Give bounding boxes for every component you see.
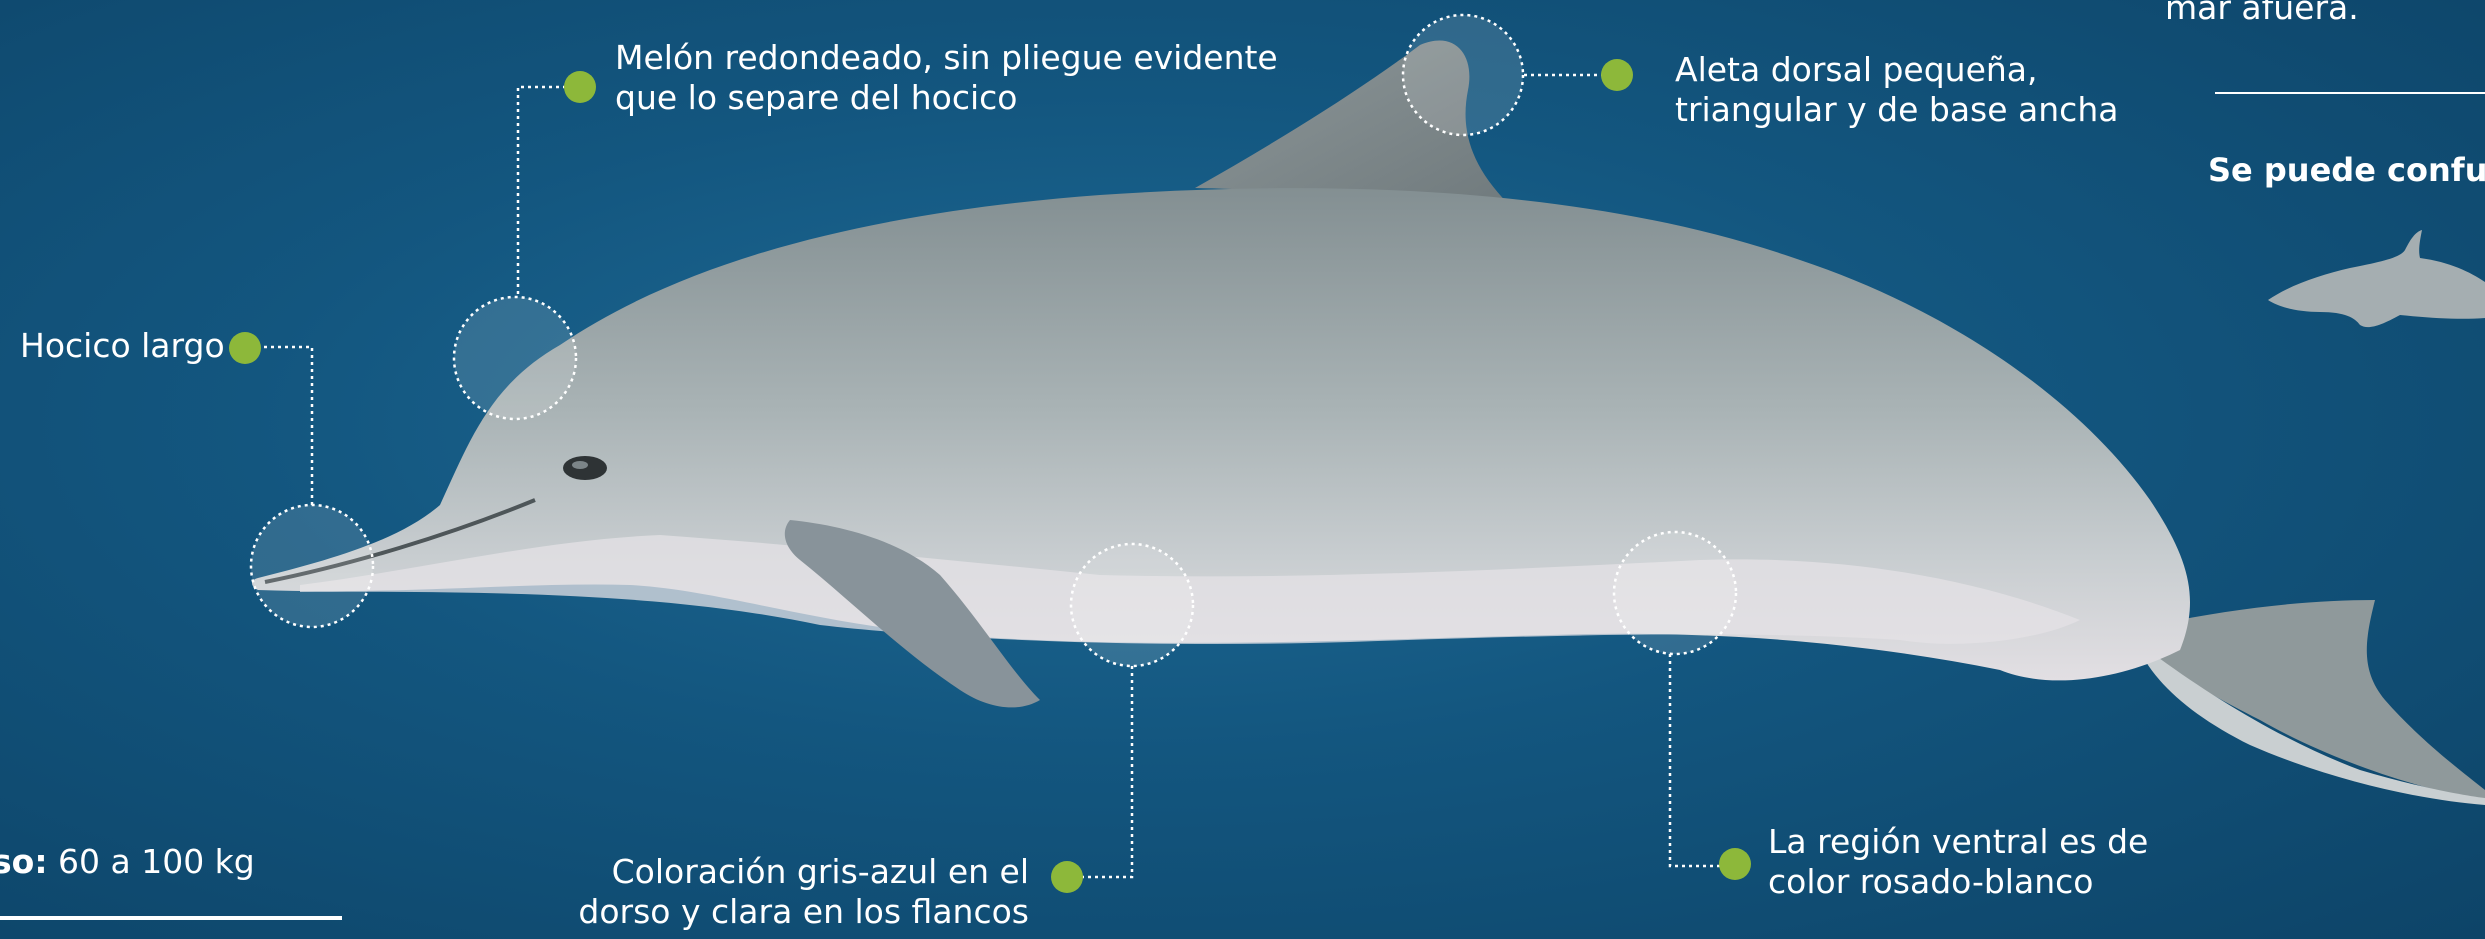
annotation-ventral-line1: La región ventral es de: [1768, 822, 2148, 862]
highlight-circle-ventral: [1614, 532, 1736, 654]
annotation-melon-line2: que lo separe del hocico: [615, 78, 1278, 118]
annotation-snout: Hocico largo: [20, 326, 225, 366]
annotation-melon-line1: Melón redondeado, sin pliegue evidente: [615, 38, 1278, 78]
leader-line-melon: [518, 87, 580, 297]
side-panel-heading: Se puede confu: [2208, 150, 2485, 190]
annotation-ventral: La región ventral es de color rosado-bla…: [1768, 822, 2148, 902]
leader-line-coloration: [1082, 666, 1132, 877]
annotation-melon: Melón redondeado, sin pliegue evidente q…: [615, 38, 1278, 118]
weight-value: 60 a 100 kg: [58, 842, 255, 881]
weight-info: so: 60 a 100 kg: [0, 842, 255, 882]
marker-dot-icon: [1719, 848, 1751, 880]
marker-dot-icon: [1051, 861, 1083, 893]
highlight-circle-dorsal: [1403, 15, 1523, 135]
highlight-circle-snout: [251, 505, 373, 627]
marker-dot-icon: [564, 71, 596, 103]
marker-dot-icon: [229, 332, 261, 364]
weight-label: so:: [0, 842, 48, 881]
marker-dot-icon: [1601, 59, 1633, 91]
annotation-dorsal-line2: triangular y de base ancha: [1675, 90, 2118, 130]
annotation-dorsal-fin: Aleta dorsal pequeña, triangular y de ba…: [1675, 50, 2118, 130]
annotation-coloration-line2: dorso y clara en los flancos: [578, 892, 1029, 932]
annotation-dorsal-line1: Aleta dorsal pequeña,: [1675, 50, 2118, 90]
highlight-circle-coloration: [1071, 544, 1193, 666]
annotation-coloration: Coloración gris-azul en el dorso y clara…: [578, 852, 1029, 932]
annotation-coloration-line1: Coloración gris-azul en el: [578, 852, 1029, 892]
leader-line-ventral: [1670, 654, 1735, 866]
highlight-circle-melon: [454, 297, 576, 419]
small-dolphin-illustration: [2268, 230, 2485, 327]
annotation-ventral-line2: color rosado-blanco: [1768, 862, 2148, 902]
leader-line-snout: [257, 347, 312, 505]
annotation-snout-text: Hocico largo: [20, 326, 225, 365]
side-panel-top-text: mar afuera.: [2165, 0, 2359, 28]
